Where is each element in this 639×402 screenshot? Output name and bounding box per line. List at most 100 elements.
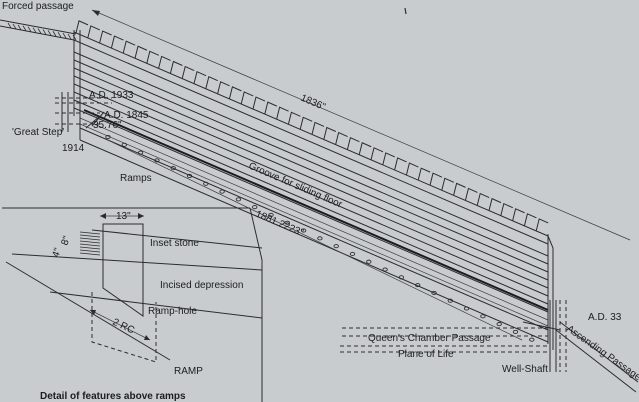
roof-corbel (158, 55, 171, 69)
roof-corbel (169, 60, 183, 74)
stone-hatch (79, 234, 101, 238)
detail-label-8: 8" (59, 234, 73, 247)
ramp-hole (529, 337, 535, 342)
roof-corbel (453, 182, 466, 196)
roof-corbel (181, 65, 195, 79)
ramp-hole (366, 259, 372, 264)
ramp-hole (252, 205, 258, 210)
passage-hatch (17, 24, 22, 31)
roof-corbel (405, 162, 419, 176)
passage-hatch (52, 31, 57, 37)
stone-hatch (79, 237, 101, 241)
label-ad-1845: A.D. 1845 (104, 110, 149, 121)
ramp-hole (512, 329, 519, 334)
gallery-body (73, 20, 554, 350)
passage-hatch (57, 31, 62, 38)
passage-hatch (62, 32, 67, 39)
roof-corbel (358, 142, 372, 155)
label-35-76: 35.76" (93, 120, 122, 131)
label-1836: 1836" (299, 93, 327, 113)
roof-corbel (99, 30, 112, 44)
ramp-holes (105, 134, 535, 342)
roof-corbel (252, 96, 266, 110)
roof-corbel (311, 121, 325, 135)
detail-label-incised-depression: Incised depression (160, 280, 243, 291)
ramp-hole (398, 275, 405, 280)
roof-corbel (394, 157, 407, 171)
roof-corbel (335, 131, 348, 145)
label-1881: 1881.2223" (254, 209, 305, 239)
label-forced-passage: Forced passage (2, 1, 74, 12)
passage-hatch (22, 25, 27, 31)
roof-corbel (193, 70, 207, 84)
label-queens-chamber: Queen's Chamber Passage (368, 333, 491, 344)
roof-corbel (488, 197, 502, 211)
roof-corbel (382, 152, 396, 166)
detail-label-ramp-hole: Ramp-hole (148, 306, 197, 317)
stone-hatch (79, 240, 101, 244)
roof-corbel (512, 208, 525, 221)
label-plane-of-life: Plane of Life (398, 349, 454, 360)
detail-caption: Detail of features above ramps (40, 391, 186, 402)
stone-hatch (79, 249, 101, 253)
roof-corbel (323, 126, 337, 140)
passage-hatch (27, 26, 32, 32)
ramp-hole (203, 181, 209, 186)
ramp-hole (137, 150, 144, 155)
ramp-hole (349, 251, 356, 256)
label-1914: 1914 (62, 143, 85, 154)
passage-hatch (37, 28, 42, 34)
ramp-hole (284, 220, 290, 225)
label-ramps: Ramps (120, 173, 152, 184)
roof-corbel (87, 25, 101, 39)
passage-hatch (7, 22, 12, 29)
stone-hatch (79, 246, 101, 250)
roof-corbel (464, 187, 478, 201)
label-ad-1933: A.D. 1933 (89, 90, 134, 101)
ramp-hole (447, 298, 453, 303)
ramp-hole (170, 166, 176, 171)
roof-corbel (205, 76, 219, 89)
detail-label-inset-stone: Inset stone (150, 238, 199, 249)
label-ad-33: A.D. 33 (588, 312, 622, 323)
ramp-hole (300, 228, 307, 233)
stone-hatch (79, 252, 101, 256)
detail-inset: 13" 4" 8" 2 RC Inset stone Incised depre… (2, 207, 263, 402)
roof-corbel (346, 136, 360, 150)
passage-hatch (32, 27, 37, 33)
ramp-hole (186, 173, 193, 179)
roof-corbel (122, 40, 136, 54)
dimension-1836: 1836" (91, 9, 631, 241)
roof-corbel (441, 177, 455, 191)
stone-hatch (79, 231, 101, 235)
detail-label-4: 4" (50, 246, 64, 259)
roof-corbel (240, 91, 254, 105)
ramp-hole (480, 314, 486, 319)
detail-label-2rc: 2 RC (111, 317, 136, 337)
label-great-step: 'Great Step' (12, 127, 64, 138)
detail-label-13: 13" (116, 211, 131, 222)
passage-hatch (72, 34, 77, 41)
roof-corbel (75, 20, 89, 33)
passage-hatch (47, 30, 52, 36)
ramp-hole (235, 197, 242, 202)
roof-corbel (264, 101, 278, 115)
ramp-hole (317, 236, 323, 241)
ramp-hole (496, 322, 502, 327)
lower-end: A.D. 33 Queen's Chamber Passage Plane of… (340, 300, 639, 393)
ramp-hole (105, 134, 111, 140)
roof-corbel (287, 111, 301, 125)
roof-corbel (228, 86, 242, 100)
roof-corbel (535, 218, 549, 232)
roof-corbel (134, 45, 148, 59)
label-well-shaft: Well-Shaft (502, 364, 548, 375)
roof-corbel (476, 192, 490, 206)
roof-corbel (523, 213, 537, 226)
passage-hatch (12, 23, 17, 30)
roof-corbel (299, 116, 313, 130)
ramp-hole (219, 189, 225, 194)
ramp-hole (333, 244, 339, 249)
ramp-hole (463, 306, 470, 311)
